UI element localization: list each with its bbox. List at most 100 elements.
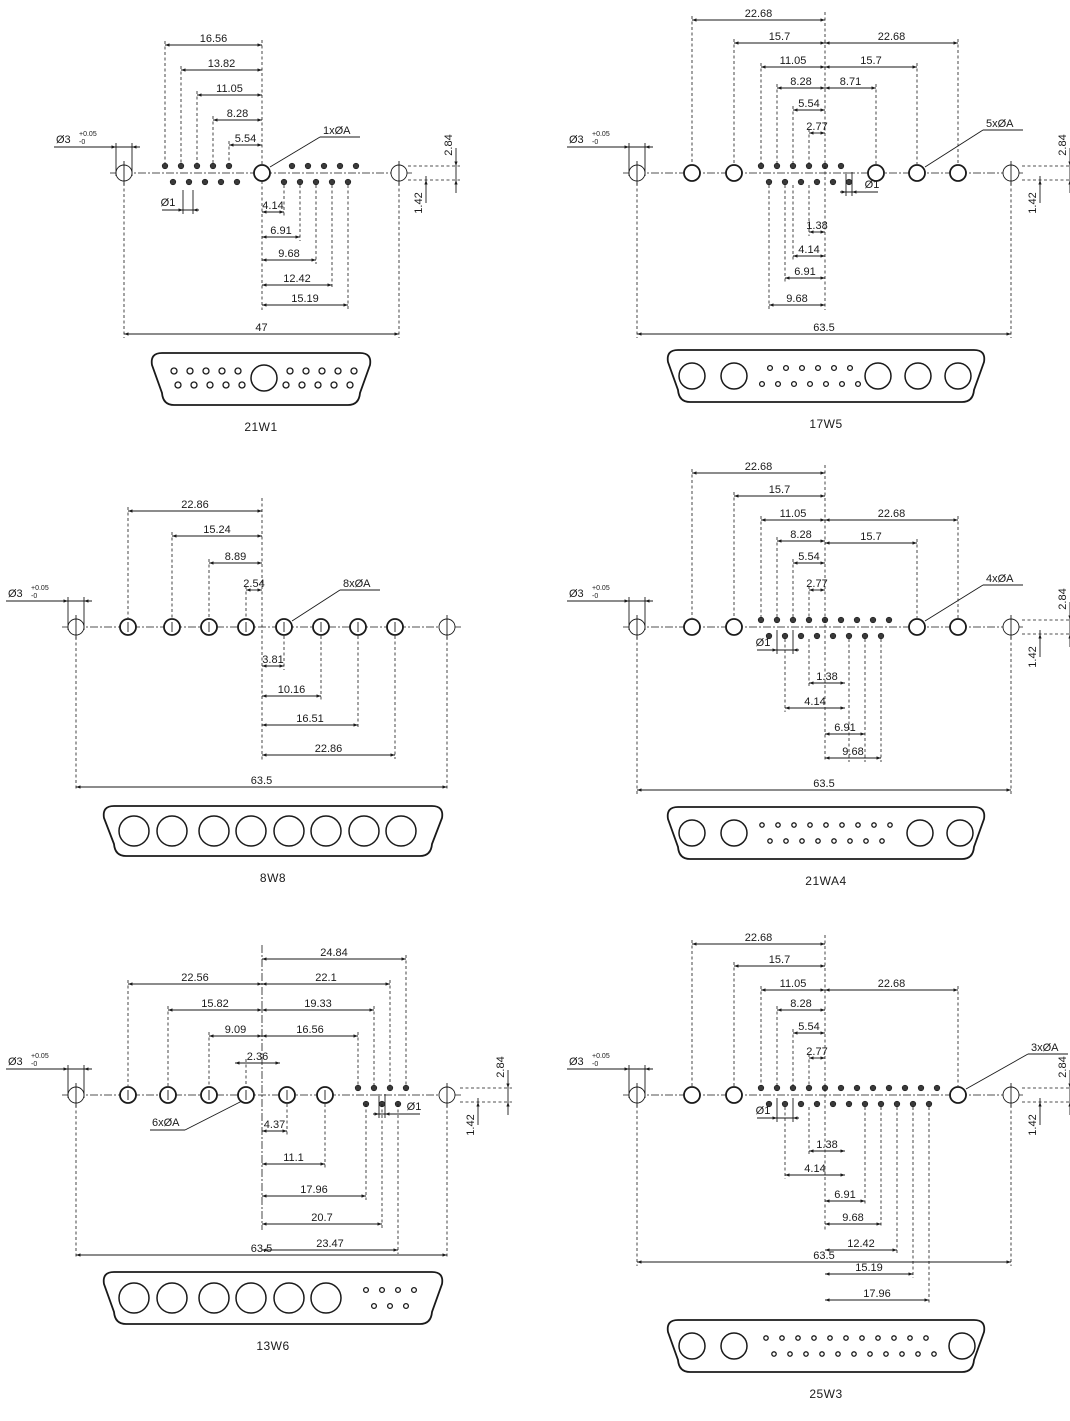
dimension-arrowhead <box>820 494 825 498</box>
dimension-2.77: 2.77 <box>806 578 828 592</box>
connector-face-outline <box>666 349 986 403</box>
dimension-arrowhead <box>820 561 825 565</box>
dimension-arrowhead <box>637 1260 642 1264</box>
power-contact <box>385 815 417 847</box>
dimension-arrowhead <box>128 982 133 986</box>
mount-hole-callout: Ø3+0.05-0 <box>567 131 653 176</box>
row-pitch-label: 2.84 <box>1057 134 1069 155</box>
drawing-21W1: 47Ø3+0.05-016.5613.8211.058.285.544.146.… <box>54 33 460 434</box>
dimension-arrowhead <box>820 65 825 69</box>
signal-contact <box>915 1351 921 1357</box>
connector-face-outline <box>102 1271 444 1325</box>
dimension-22.68: 22.68 <box>692 461 825 475</box>
dimension-4.14: 4.14 <box>785 696 845 710</box>
dimension-arrowhead <box>793 1116 798 1120</box>
signal-contact <box>805 1084 813 1092</box>
dimension-2.77: 2.77 <box>806 121 828 135</box>
dimension-value: 13.82 <box>208 58 236 70</box>
dimension-value: 8.28 <box>790 998 811 1010</box>
dimension-value: 22.68 <box>878 978 906 990</box>
dimension-arrowhead <box>165 43 170 47</box>
power-contact <box>904 362 932 390</box>
dimension-17.96: 17.96 <box>262 1184 366 1198</box>
signal-contact <box>344 178 352 186</box>
dimension-value: 4.14 <box>262 200 283 212</box>
tolerance-lower: -0 <box>79 139 85 146</box>
dimension-arrowhead <box>793 108 798 112</box>
power-contact <box>949 618 967 636</box>
row-pitch-label: 2.84 <box>1057 588 1069 609</box>
power-contact <box>949 1086 967 1104</box>
dimension-arrowhead <box>262 303 267 307</box>
dimension-19.33: 19.33 <box>262 998 374 1012</box>
dimension-15.19: 15.19 <box>825 1262 913 1276</box>
signal-contact <box>877 632 885 640</box>
dimension-15.7: 15.7 <box>734 954 825 968</box>
dimension-arrowhead <box>820 964 825 968</box>
signal-contact <box>320 162 328 170</box>
row-half-label: 1.42 <box>1027 1114 1039 1135</box>
dimension-arrowhead <box>279 664 284 668</box>
signal-contact <box>805 616 813 624</box>
dimension-arrowhead <box>692 942 697 946</box>
signal-contact <box>917 1084 925 1092</box>
dimension-value: 4.37 <box>264 1119 285 1131</box>
dimension-arrowhead <box>645 145 650 149</box>
signal-contact <box>781 632 789 640</box>
connector-caption: 21WA4 <box>805 874 846 888</box>
dimension-arrowhead <box>820 539 825 543</box>
dimension-arrowhead <box>793 254 798 258</box>
signal-contact <box>280 178 288 186</box>
dimension-arrowhead <box>262 1194 267 1198</box>
power-contact <box>720 1332 748 1360</box>
signal-contact <box>861 1100 869 1108</box>
power-contact <box>949 164 967 182</box>
signal-contact <box>370 1084 378 1092</box>
dimension-value: 15.7 <box>769 954 790 966</box>
power-contact <box>864 362 892 390</box>
signal-contact <box>806 380 814 388</box>
dimension-arrowhead <box>809 131 814 135</box>
dimension-arrowhead <box>353 723 358 727</box>
signal-contact <box>218 367 226 375</box>
tolerance-upper: +0.05 <box>592 1053 610 1060</box>
dimension-arrowhead <box>692 18 697 22</box>
dimension-arrowhead <box>213 118 218 122</box>
signal-contact <box>845 632 853 640</box>
dimension-12.42: 12.42 <box>262 273 332 287</box>
signal-contact <box>855 822 861 828</box>
dimension-arrowhead <box>825 988 830 992</box>
dimension-value: 11.05 <box>780 55 807 67</box>
dimension-value: 63.5 <box>251 775 272 787</box>
dimension-value: 16.56 <box>296 1024 324 1036</box>
dimension-value: 8.28 <box>790 529 811 541</box>
dimension-arrowhead <box>761 518 766 522</box>
signal-contact <box>362 1286 370 1294</box>
dimension-22.68: 22.68 <box>825 508 958 522</box>
signal-contact <box>871 822 877 828</box>
signal-contact <box>186 367 194 375</box>
signal-contact <box>296 178 304 186</box>
signal-contact <box>867 1351 873 1357</box>
dimension-arrowhead <box>820 86 825 90</box>
dimension-value: 63.5 <box>813 322 834 334</box>
dimension-arrowhead <box>809 681 814 685</box>
dimension-arrowhead <box>809 1056 814 1060</box>
dimension-value: 17.96 <box>863 1288 891 1300</box>
mount-diameter-label: Ø3 <box>569 134 584 146</box>
dimension-arrowhead <box>193 208 198 212</box>
signal-contact <box>885 616 893 624</box>
dimension-arrowhead <box>257 982 262 986</box>
dimension-arrowhead <box>476 1102 480 1107</box>
dimension-value: 20.7 <box>311 1212 332 1224</box>
signal-contact <box>845 178 853 186</box>
dimension-arrowhead <box>311 258 316 262</box>
dimension-arrowhead <box>506 1083 510 1088</box>
dimension-value: 15.19 <box>291 293 319 305</box>
pin-count-label: 8xØA <box>343 578 371 590</box>
dimension-arrowhead <box>262 982 267 986</box>
dimension-value: 19.33 <box>304 998 332 1010</box>
dimension-arrowhead <box>734 494 739 498</box>
dimension-15.7: 15.7 <box>825 55 917 69</box>
